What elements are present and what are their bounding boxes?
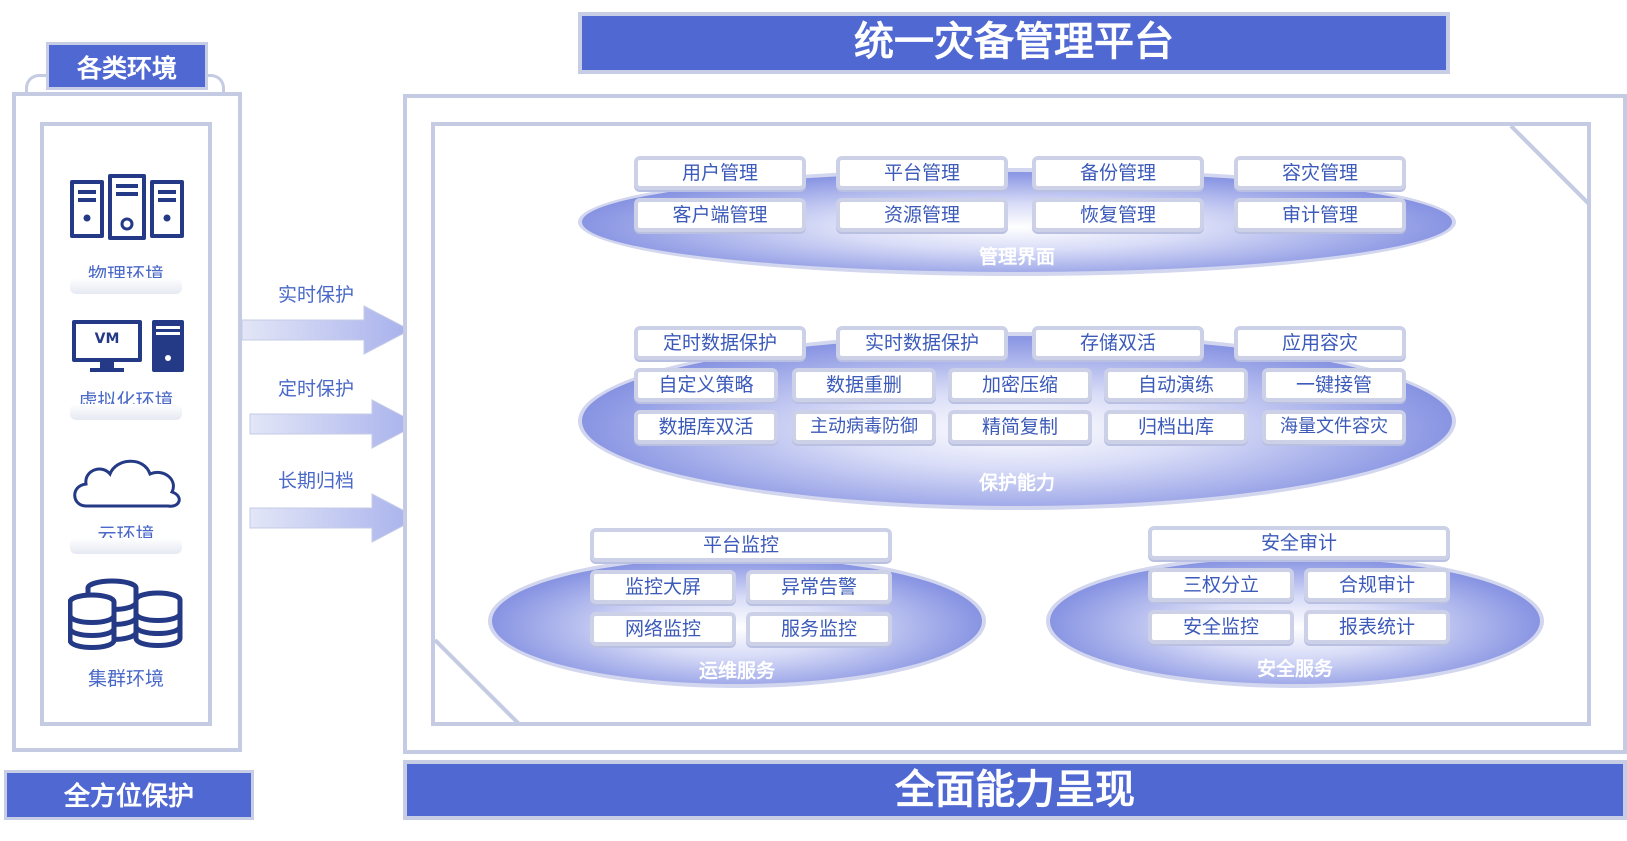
mgmt-item-audit: 审计管理 xyxy=(1234,198,1406,232)
prot-item-dedup: 数据重删 xyxy=(792,368,936,402)
full-protection-label: 全方位保护 xyxy=(63,782,194,812)
capabilities-title: 全面能力呈现 xyxy=(895,767,1135,813)
environments-tab: 各类环境 xyxy=(46,42,208,90)
sec-item-separation: 三权分立 xyxy=(1148,568,1294,602)
capabilities-banner: 全面能力呈现 xyxy=(403,760,1627,820)
mgmt-item-users: 用户管理 xyxy=(634,156,806,190)
sec-item-compliance: 合规审计 xyxy=(1304,568,1450,602)
prot-item-antivirus: 主动病毒防御 xyxy=(792,410,936,444)
env-cluster-label: 集群环境 xyxy=(87,668,164,690)
prot-item-db-active: 数据库双活 xyxy=(634,410,778,444)
sec-item-monitor: 安全监控 xyxy=(1148,610,1294,644)
env-physical-shadow xyxy=(70,278,182,294)
mgmt-item-dr: 容灾管理 xyxy=(1234,156,1406,190)
full-protection-banner: 全方位保护 xyxy=(4,770,254,820)
server-icon xyxy=(70,174,184,240)
prot-item-archive: 归档出库 xyxy=(1104,410,1248,444)
environments-tab-label: 各类环境 xyxy=(76,54,177,83)
arrow-archive-label: 长期归档 xyxy=(278,470,355,492)
arrow-scheduled xyxy=(249,399,420,449)
ops-ellipse xyxy=(488,554,986,688)
arrow-scheduled-label: 定时保护 xyxy=(278,378,355,400)
env-cloud-shadow xyxy=(70,538,182,554)
arrow-realtime-label: 实时保护 xyxy=(278,284,355,306)
arrow-archive xyxy=(249,493,420,543)
virtual-machine-icon: VM xyxy=(72,320,184,372)
prot-item-auto-drill: 自动演练 xyxy=(1104,368,1248,402)
sec-header-audit: 安全审计 xyxy=(1148,526,1450,560)
ops-header-platform-monitor: 平台监控 xyxy=(590,528,892,562)
prot-item-custom-policy: 自定义策略 xyxy=(634,368,778,402)
security-label: 安全服务 xyxy=(1256,658,1333,680)
ops-item-alerts: 异常告警 xyxy=(746,570,892,604)
prot-item-takeover: 一键接管 xyxy=(1262,368,1406,402)
prot-item-app-dr: 应用容灾 xyxy=(1234,326,1406,360)
protection-label: 保护能力 xyxy=(978,472,1055,494)
cloud-icon xyxy=(73,459,181,508)
mgmt-item-restore: 恢复管理 xyxy=(1032,198,1204,232)
mgmt-item-resource: 资源管理 xyxy=(836,198,1008,232)
prot-item-realtime: 实时数据保护 xyxy=(836,326,1008,360)
prot-item-scheduled: 定时数据保护 xyxy=(634,326,806,360)
ops-label: 运维服务 xyxy=(698,660,775,682)
platform-title-banner: 统一灾备管理平台 xyxy=(578,12,1450,74)
platform-title: 统一灾备管理平台 xyxy=(854,19,1174,65)
database-cluster-icon xyxy=(68,578,183,650)
ops-item-dashboard: 监控大屏 xyxy=(590,570,736,604)
ops-item-network: 网络监控 xyxy=(590,612,736,646)
prot-item-thin-replica: 精简复制 xyxy=(948,410,1092,444)
security-ellipse xyxy=(1046,554,1544,688)
prot-item-mass-files: 海量文件容灾 xyxy=(1262,410,1406,444)
frame-corner-decoration xyxy=(435,126,1587,722)
vm-badge: VM xyxy=(95,331,120,347)
sec-item-reports: 报表统计 xyxy=(1304,610,1450,644)
mgmt-item-backup: 备份管理 xyxy=(1032,156,1204,190)
env-virtual-shadow xyxy=(70,404,182,420)
mgmt-item-client: 客户端管理 xyxy=(634,198,806,232)
mgmt-item-platform: 平台管理 xyxy=(836,156,1008,190)
ops-item-service: 服务监控 xyxy=(746,612,892,646)
management-label: 管理界面 xyxy=(978,246,1055,268)
prot-item-storage-active: 存储双活 xyxy=(1032,326,1204,360)
arrow-realtime xyxy=(241,305,412,355)
prot-item-encrypt: 加密压缩 xyxy=(948,368,1092,402)
